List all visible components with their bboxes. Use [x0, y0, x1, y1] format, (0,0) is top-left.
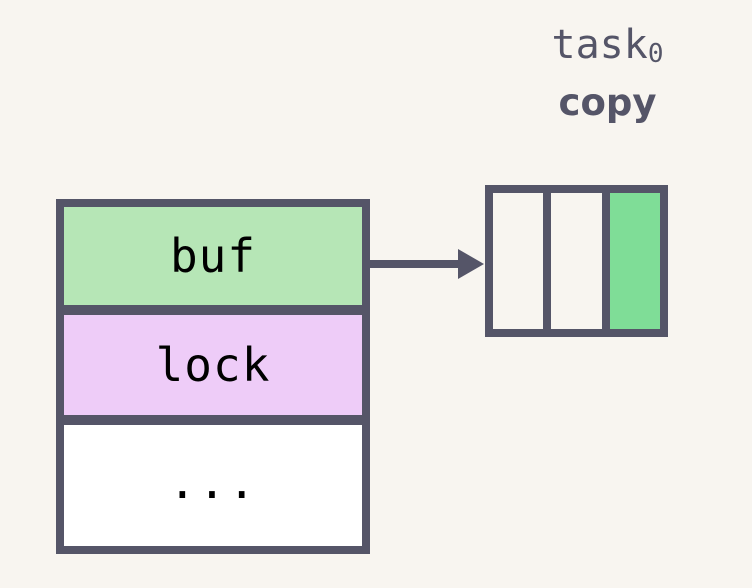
copy-label: copy	[558, 81, 657, 124]
struct-row-ellipsis-label: ...	[168, 454, 258, 509]
task-label-subscript: 0	[647, 39, 664, 69]
struct-row-buf: buf	[64, 207, 362, 305]
struct-row-buf-label: buf	[169, 229, 257, 283]
buffer-cell-1	[493, 193, 544, 329]
struct-row-ellipsis: ...	[64, 425, 362, 546]
buffer-cells	[485, 185, 668, 337]
task-label: task0	[500, 22, 715, 77]
buffer-cell-2	[551, 193, 602, 329]
task-label-text: task	[551, 22, 648, 68]
task-struct-box: buf lock ...	[56, 199, 370, 554]
diagram-title-block: task0 copy	[500, 22, 715, 125]
buffer-cell-3	[609, 193, 660, 329]
struct-row-lock-label: lock	[155, 338, 271, 392]
struct-row-lock: lock	[64, 315, 362, 415]
buf-pointer-arrow	[368, 249, 484, 279]
